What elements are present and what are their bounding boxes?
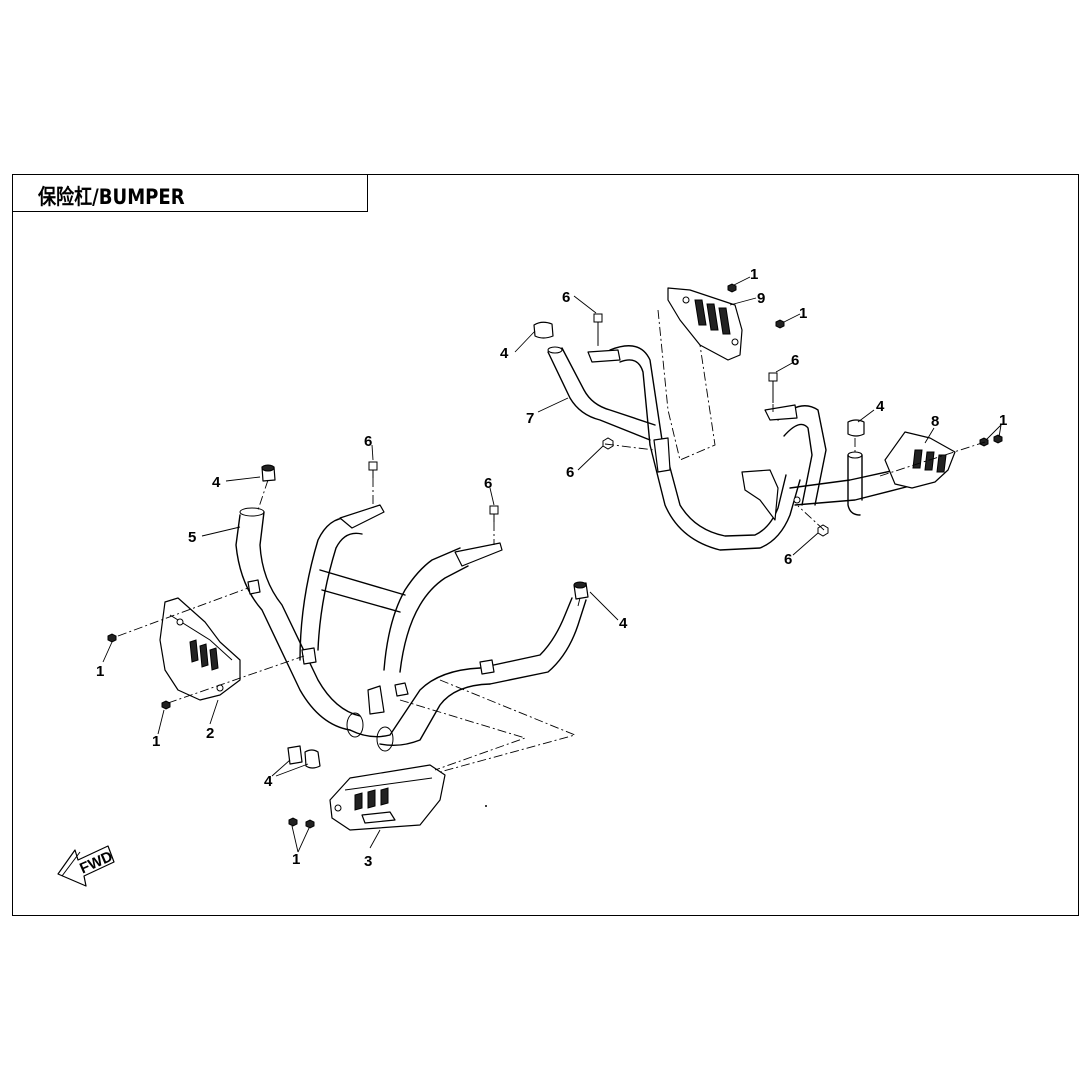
- fwd-arrow-icon: FWD: [57, 845, 115, 887]
- skid-plate-3: [329, 764, 446, 831]
- callout-1: 1: [292, 851, 300, 868]
- callout-labels: 4 5 1 1 2 4 1 3 6 6 4 4 7 6 6 1 9 1 6 4 …: [96, 266, 1007, 870]
- callout-2: 2: [206, 725, 214, 742]
- caps-4-bottom: [287, 745, 321, 769]
- callout-4: 4: [500, 345, 509, 362]
- callout-7: 7: [526, 410, 534, 427]
- callout-1: 1: [799, 305, 807, 322]
- callout-1: 1: [96, 663, 104, 680]
- callout-4: 4: [212, 474, 221, 491]
- bolt-6-front-right: [489, 505, 499, 522]
- assembly-lines-rear: [597, 309, 986, 531]
- callout-1: 1: [999, 412, 1007, 429]
- rear-guard-9: [667, 287, 743, 361]
- side-guard-2: [159, 597, 241, 701]
- cap-4-front-right: [573, 581, 589, 600]
- callout-6: 6: [562, 289, 570, 306]
- front-bumper-tube: [235, 504, 587, 752]
- cap-4-front-left: [261, 464, 276, 482]
- fwd-label: FWD: [77, 848, 115, 877]
- callout-6: 6: [791, 352, 799, 369]
- cap-4-rear-right: [847, 419, 865, 437]
- cap-4-rear-left: [533, 321, 554, 339]
- callout-9: 9: [757, 290, 765, 307]
- callout-4: 4: [619, 615, 628, 632]
- bolts-1-rear: [727, 283, 1003, 447]
- callout-6: 6: [566, 464, 574, 481]
- leader-lines: [102, 276, 1002, 853]
- bolts-6-rear: [593, 313, 829, 537]
- callout-5: 5: [188, 529, 196, 546]
- diagram-frame: [12, 174, 1079, 916]
- assembly-lines-front: [117, 478, 581, 773]
- callout-1: 1: [750, 266, 758, 283]
- callout-6: 6: [364, 433, 372, 450]
- bolt-6-front-left: [368, 461, 378, 478]
- page-title: 保险杠/BUMPER: [38, 185, 185, 209]
- callout-1: 1: [152, 733, 160, 750]
- callout-6: 6: [784, 551, 792, 568]
- callout-6: 6: [484, 475, 492, 492]
- callout-4: 4: [264, 773, 273, 790]
- callout-4: 4: [876, 398, 885, 415]
- title-box: [12, 174, 368, 212]
- rear-bumper-tube: [547, 345, 911, 551]
- callout-3: 3: [364, 853, 372, 870]
- rear-guard-8: [884, 431, 956, 489]
- callout-8: 8: [931, 413, 939, 430]
